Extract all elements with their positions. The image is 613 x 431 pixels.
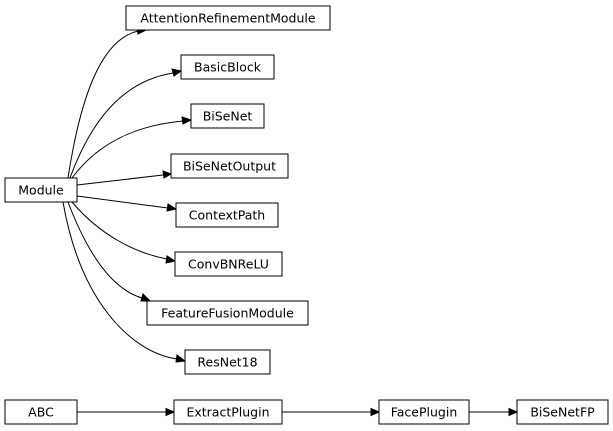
node-resnet18-label: ResNet18 — [197, 355, 257, 370]
node-abc-label: ABC — [28, 405, 54, 420]
nodes: Module AttentionRefinementModule BasicBl… — [4, 5, 609, 425]
edge-module-convbnrelu — [71, 201, 168, 260]
edge-module-resnet18 — [62, 201, 178, 360]
arrowhead-convbnrelu — [165, 255, 177, 264]
node-bisenet[interactable]: BiSeNet — [190, 103, 265, 129]
node-attentionrefinementmodule[interactable]: AttentionRefinementModule — [125, 5, 331, 31]
arrowhead-extractplugin — [165, 407, 176, 417]
node-convbnrelu-label: ConvBNReLU — [188, 257, 269, 272]
edge-module-contextpath — [76, 195, 169, 209]
arrowhead-featurefusionmodule — [140, 293, 152, 302]
node-bisenet-label: BiSeNet — [203, 109, 253, 124]
edges — [62, 26, 519, 417]
node-basicblock[interactable]: BasicBlock — [180, 54, 275, 80]
edge-module-bisenet — [71, 120, 184, 179]
node-bisenetoutput[interactable]: BiSeNetOutput — [170, 153, 289, 179]
node-bisenetfp-label: BiSeNetFP — [530, 405, 595, 420]
arrowhead-resnet18 — [175, 354, 187, 363]
node-contextpath[interactable]: ContextPath — [175, 202, 279, 228]
node-bisenetoutput-label: BiSeNetOutput — [183, 159, 276, 174]
node-faceplugin-label: FacePlugin — [391, 405, 458, 420]
node-bisenetfp[interactable]: BiSeNetFP — [516, 399, 609, 425]
node-module[interactable]: Module — [4, 177, 78, 203]
node-contextpath-label: ContextPath — [189, 208, 265, 223]
edge-module-bisenetoutput — [76, 174, 164, 186]
arrowhead-faceplugin — [370, 407, 381, 417]
node-convbnrelu[interactable]: ConvBNReLU — [174, 251, 283, 277]
arrowhead-bisenetoutput — [162, 170, 173, 179]
edge-module-attentionrefinementmodule — [67, 30, 139, 179]
node-featurefusionmodule-label: FeatureFusionModule — [161, 306, 294, 321]
arrowhead-bisenetfp — [508, 407, 519, 417]
node-extractplugin[interactable]: ExtractPlugin — [173, 399, 283, 425]
arrowhead-basicblock — [171, 68, 183, 77]
node-featurefusionmodule[interactable]: FeatureFusionModule — [146, 300, 309, 326]
node-resnet18[interactable]: ResNet18 — [184, 349, 271, 375]
node-faceplugin[interactable]: FacePlugin — [378, 399, 470, 425]
node-extractplugin-label: ExtractPlugin — [186, 405, 269, 420]
node-abc[interactable]: ABC — [4, 399, 78, 425]
edge-module-basicblock — [69, 72, 174, 179]
node-basicblock-label: BasicBlock — [194, 60, 262, 75]
node-attentionrefinementmodule-label: AttentionRefinementModule — [140, 11, 315, 26]
arrowhead-bisenet — [181, 116, 193, 125]
node-module-label: Module — [18, 183, 64, 198]
arrowhead-contextpath — [166, 203, 178, 212]
edge-module-featurefusionmodule — [67, 201, 143, 299]
